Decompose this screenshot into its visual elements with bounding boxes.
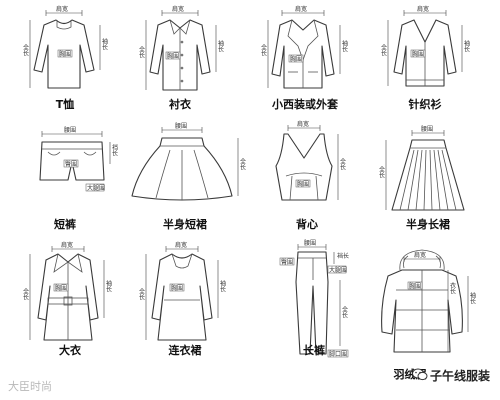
shorts-waist-label: 腰围 [64, 127, 76, 134]
shorts-rise-label: 裆长 [111, 143, 118, 157]
trousers-hip-label: 臀围 [281, 259, 293, 266]
down-jacket-figure: 肩宽 胸围 衣长 袖长 [381, 249, 476, 353]
tshirt-figure: 肩宽 胸围 全长 袖长 [22, 5, 108, 89]
trousers-rise-label: 裆长 [337, 252, 349, 260]
tshirt-sleeve-label: 袖长 [101, 37, 108, 51]
coat-figure: 肩宽 胸围 全长 袖长 [22, 241, 112, 341]
down-jacket-sleeve-label: 袖长 [469, 291, 476, 305]
item-label-long-skirt: 半身长裙 [406, 218, 450, 231]
item-label-shorts: 短裤 [54, 218, 76, 231]
watermark-right: 子午线服装 [430, 369, 491, 383]
shirt-figure: 肩宽 胸围 全长 袖长 [138, 5, 224, 91]
trousers-hem-label: 脚口围 [329, 350, 347, 358]
blazer-figure: 肩宽 胸围 全长 袖长 [260, 5, 348, 89]
coat-sleeve-label: 袖长 [105, 279, 112, 293]
item-label-cardigan: 针织衫 [408, 98, 442, 111]
dress-sleeve-label: 袖长 [219, 279, 226, 293]
down-jacket-chest-label: 胸围 [409, 282, 421, 290]
blazer-chest-label: 胸围 [290, 55, 302, 63]
coat-chest-label: 胸围 [55, 284, 67, 292]
mini-skirt-waist-label: 腰围 [175, 123, 187, 130]
cardigan-chest-label: 胸围 [412, 50, 424, 58]
cardigan-figure: 肩宽 胸围 全长 袖长 [380, 5, 470, 87]
item-label-vest: 背心 [296, 218, 318, 231]
item-label-trousers: 长裤 [303, 344, 325, 357]
vest-chest-label: 胸围 [297, 180, 309, 188]
watermark-left: 大臣时尚 [8, 380, 52, 393]
shirt-shoulder-label: 肩宽 [172, 5, 184, 13]
shirt-length-label: 全长 [138, 45, 145, 59]
trousers-figure: 腰围 臀围 大腿围 裆长 脚口围 全长 [279, 240, 349, 358]
long-skirt-figure: 腰围 全长 [378, 126, 465, 211]
shirt-chest-label: 胸围 [167, 52, 179, 60]
trousers-thigh-label: 大腿围 [329, 266, 347, 274]
vest-shoulder-label: 肩宽 [297, 120, 309, 128]
dress-shoulder-label: 肩宽 [175, 241, 187, 249]
mini-skirt-length-label: 全长 [239, 157, 246, 171]
long-skirt-length-label: 全长 [378, 165, 385, 179]
trousers-waist-label: 腰围 [304, 240, 316, 247]
tshirt-length-label: 全长 [22, 43, 29, 57]
trousers-length-label: 全长 [341, 305, 348, 319]
item-label-blazer: 小西装或外套 [272, 98, 338, 111]
cardigan-shoulder-label: 肩宽 [417, 5, 429, 13]
shorts-hip-label: 臀围 [65, 161, 77, 168]
shorts-figure: 腰围 臀围 大腿围 裆长 [39, 127, 118, 192]
vest-figure: 肩宽 胸围 全长 [275, 120, 346, 201]
shirt-sleeve-label: 袖长 [217, 39, 224, 53]
mini-skirt-figure: 腰围 全长 [131, 123, 246, 201]
cardigan-length-label: 全长 [380, 43, 387, 57]
wechat-icon [412, 368, 428, 381]
dress-length-label: 全长 [138, 287, 145, 301]
tshirt-shoulder-label: 肩宽 [56, 5, 68, 13]
dress-figure: 肩宽 胸围 全长 袖长 [138, 241, 226, 341]
blazer-length-label: 全长 [260, 43, 267, 57]
item-label-tshirt: T恤 [55, 98, 75, 111]
coat-length-label: 全长 [22, 287, 29, 301]
blazer-shoulder-label: 肩宽 [295, 5, 307, 13]
down-jacket-shoulder-label: 肩宽 [414, 251, 426, 259]
dress-chest-label: 胸围 [171, 284, 183, 292]
tshirt-chest-label: 胸围 [59, 50, 71, 58]
coat-shoulder-label: 肩宽 [61, 241, 73, 249]
shorts-thigh-label: 大腿围 [87, 184, 105, 192]
item-label-mini-skirt: 半身短裙 [163, 218, 207, 231]
item-label-coat: 大衣 [59, 344, 81, 357]
cardigan-sleeve-label: 袖长 [463, 39, 470, 53]
item-label-shirt: 衬衣 [169, 98, 191, 111]
blazer-sleeve-label: 袖长 [341, 39, 348, 53]
long-skirt-waist-label: 腰围 [421, 126, 433, 133]
vest-length-label: 全长 [339, 157, 346, 171]
item-label-dress: 连衣裙 [168, 344, 202, 357]
down-jacket-length-label: 衣长 [449, 281, 456, 295]
